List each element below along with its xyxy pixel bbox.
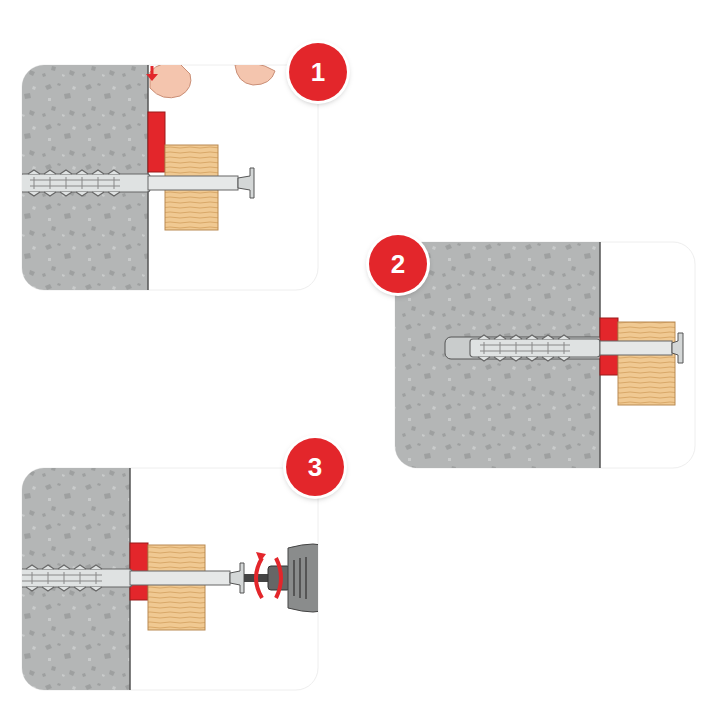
callout-number: 2 xyxy=(391,251,405,277)
callout-circle: 2 xyxy=(369,235,427,293)
callout-number: 1 xyxy=(311,59,325,85)
callout-circle: 3 xyxy=(286,438,344,496)
callout-number: 3 xyxy=(308,454,322,480)
callout-circle: 1 xyxy=(289,43,347,101)
